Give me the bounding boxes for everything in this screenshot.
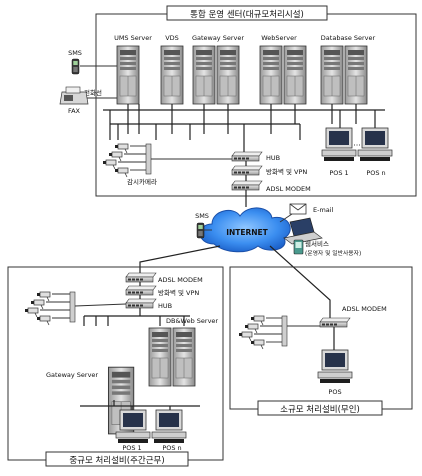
small-title-bg <box>257 400 383 416</box>
cctv-camera-icon <box>36 315 51 326</box>
server-label-database: Database Server <box>321 34 376 42</box>
cctv-camera-icon <box>238 331 253 342</box>
cctv-label: 감시카메라 <box>127 177 157 186</box>
small-modem <box>319 317 351 328</box>
server-gateway-2 <box>216 45 240 105</box>
cctv-camera-icon <box>250 339 265 350</box>
center-hub <box>231 151 263 162</box>
internet-sms-phone <box>196 222 205 239</box>
cctv-camera-icon <box>24 307 39 318</box>
cctv-camera-icon <box>114 167 129 178</box>
center-cctv-group <box>102 143 232 178</box>
fax-machine-icon <box>59 86 89 105</box>
center-modem-label: ADSL MODEM <box>266 185 311 193</box>
center-dots-label: ··· <box>353 141 361 150</box>
server-gateway-1 <box>192 45 216 105</box>
web-service-label: 웹서비스 <box>305 239 329 248</box>
center-firewall <box>231 165 263 176</box>
medium-pos-1 <box>115 409 151 444</box>
server-ums <box>116 45 140 105</box>
medium-lan <box>83 308 190 326</box>
small-pos-label: POS <box>328 388 341 396</box>
medium-title: 중규모 처리설비(주간근무) <box>69 455 164 466</box>
server-label-vds: VDS <box>165 34 179 42</box>
cctv-camera-icon <box>244 323 259 334</box>
medium-firewall <box>125 285 157 296</box>
server-vds <box>160 45 184 105</box>
internet-label: INTERNET <box>226 228 268 237</box>
laptop-icon <box>283 217 323 245</box>
medium-dbweb-server-1 <box>148 327 172 387</box>
center-title: 통합 운영 센터(대규모처리시설) <box>190 9 304 20</box>
cctv-camera-icon <box>102 159 117 170</box>
server-db-1 <box>320 45 344 105</box>
server-web-1 <box>259 45 283 105</box>
small-border <box>229 266 413 410</box>
medium-pos1-label: POS 1 <box>122 444 141 452</box>
internet-cloud <box>199 207 291 253</box>
center-firewall-label: 방화벽 및 VPN <box>266 167 307 176</box>
pda-icon <box>293 239 304 255</box>
server-label-webserver: WebServer <box>261 34 297 42</box>
cctv-camera-icon <box>250 315 265 326</box>
fax-label: FAX <box>68 107 81 115</box>
center-pos-n <box>357 127 393 162</box>
medium-hub <box>125 298 157 309</box>
cctv-camera-icon <box>30 299 45 310</box>
medium-dbweb-label: DB&Web Server <box>166 317 218 325</box>
center-posn-label: POS n <box>366 169 385 177</box>
server-label-gateway: Gateway Server <box>192 34 244 42</box>
center-hub-label: HUB <box>266 154 280 162</box>
medium-firewall-label: 방화벽 및 VPN <box>158 288 199 297</box>
server-db-2 <box>344 45 368 105</box>
medium-cctv-group <box>24 291 127 326</box>
server-label-ums: UMS Server <box>114 34 152 42</box>
medium-modem <box>125 272 157 283</box>
internet-sms-label: SMS <box>195 212 209 220</box>
center-pos1-label: POS 1 <box>329 169 348 177</box>
medium-hub-label: HUB <box>158 302 172 310</box>
center-lan <box>103 104 385 152</box>
cctv-camera-icon <box>108 151 123 162</box>
medium-gateway-label: Gateway Server <box>46 371 98 379</box>
small-modem-label: ADSL MODEM <box>342 305 387 313</box>
phone-line-label: 전화선 <box>84 88 102 97</box>
center-sms-label: SMS <box>68 49 82 57</box>
center-modem <box>231 180 263 191</box>
small-pos <box>317 349 353 384</box>
center-sms-phone <box>71 58 80 75</box>
server-web-2 <box>283 45 307 105</box>
medium-dbweb-server-2 <box>172 327 196 387</box>
medium-posn-label: POS n <box>162 444 181 452</box>
web-service-sub-label: (운영자 및 일반사용자) <box>305 249 361 257</box>
small-title: 소규모 처리설비(무인) <box>280 404 360 415</box>
medium-title-bg <box>45 451 189 467</box>
medium-pos-n <box>151 409 187 444</box>
cctv-camera-icon <box>36 291 51 302</box>
email-label: E-mail <box>313 206 334 214</box>
small-cctv-group <box>238 315 320 350</box>
medium-modem-label: ADSL MODEM <box>158 276 203 284</box>
center-pos-1 <box>321 127 357 162</box>
email-envelope-icon <box>289 203 307 215</box>
cctv-camera-icon <box>114 143 129 154</box>
center-title-bg <box>166 5 328 21</box>
